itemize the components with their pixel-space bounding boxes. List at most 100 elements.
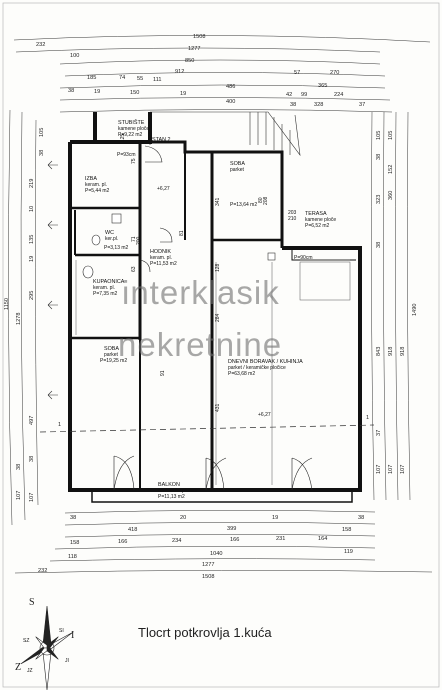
label-128: 128	[215, 263, 221, 272]
dim-231-bottom: 231	[276, 536, 285, 542]
compass-e: I	[71, 630, 74, 641]
dim-158-bottom: 158	[70, 540, 79, 546]
label-p90: P=90cm	[294, 255, 312, 261]
dim-219-left: 219	[29, 179, 35, 188]
right-dim-text: 105 105 38 152 323 360 38 843 918 918 14…	[376, 131, 418, 474]
compass: S I Z J SI JI JZ SZ	[15, 597, 74, 690]
watermark-line-1: interklasik	[122, 274, 280, 311]
dim-74-top: 74	[119, 75, 125, 81]
dim-37-right: 37	[376, 430, 382, 436]
plan-caption: Tlocrt potkrovlja 1.kuća	[138, 625, 272, 640]
label-200: 200	[136, 236, 142, 245]
svg-text:keram. pl.: keram. pl.	[93, 285, 115, 291]
svg-text:BALKON: BALKON	[158, 482, 180, 488]
staircase	[149, 111, 301, 157]
label-71: 71	[131, 236, 137, 242]
level-marker: +6,27	[157, 186, 170, 192]
section-marker-left: 1	[58, 422, 61, 428]
svg-text:TERASA: TERASA	[305, 211, 327, 217]
dim-107b-left: 107	[16, 491, 22, 500]
dim-843-right: 843	[376, 347, 382, 356]
top-dimensions	[13, 35, 431, 113]
svg-text:kamene ploče: kamene ploče	[118, 126, 149, 132]
dim-1508-bottom: 1508	[202, 574, 214, 580]
label-431: 431	[215, 403, 221, 412]
label-203: 203	[288, 210, 297, 216]
dim-850-top: 850	[185, 58, 194, 64]
section-line: 1 1	[39, 415, 375, 433]
compass-ne: SI	[59, 628, 64, 634]
left-arrows	[47, 160, 58, 400]
building-walls	[68, 112, 362, 503]
dim-135-left: 135	[29, 235, 35, 244]
label-91: 91	[160, 370, 166, 376]
label-80: 80	[258, 197, 264, 203]
svg-text:KUPAONICA: KUPAONICA	[93, 279, 125, 285]
compass-w: Z	[15, 662, 21, 673]
label-125: 125	[120, 133, 126, 142]
svg-text:keramičke pločice: keramičke pločice	[158, 488, 198, 494]
dim-55-top: 55	[137, 76, 143, 82]
right-dimensions	[371, 111, 411, 501]
compass-sw: JZ	[27, 668, 33, 674]
svg-text:parket / keramičke pločice: parket / keramičke pločice	[228, 365, 286, 371]
dim-105-right: 105	[376, 131, 382, 140]
dim-38b-top: 38	[290, 102, 296, 108]
label-284: 284	[215, 313, 221, 322]
dim-111-top: 111	[153, 77, 162, 83]
svg-text:P=11,13 m2: P=11,13 m2	[158, 494, 185, 500]
dim-99-top: 99	[301, 92, 307, 98]
room-dnevni-boravak: DNEVNI BORAVAK / KUHINJA parket / kerami…	[228, 359, 303, 377]
compass-n: S	[29, 597, 35, 608]
dim-418-bottom: 418	[128, 527, 137, 533]
section-marker-right: 1	[366, 415, 369, 421]
svg-text:P=11,53 m2: P=11,53 m2	[150, 261, 177, 267]
dim-1277-top: 1277	[188, 46, 200, 52]
room-balkon: BALKON keramičke pločice P=11,13 m2	[158, 482, 198, 500]
dim-107c-right: 107	[400, 465, 406, 474]
svg-text:DNEVNI BORAVAK / KUHINJA: DNEVNI BORAVAK / KUHINJA	[228, 359, 303, 365]
dim-107b-right: 107	[388, 465, 394, 474]
label-p93: P=93cm	[117, 152, 135, 158]
dim-10-left: 10	[29, 206, 35, 212]
room-soba-2: SOBA parket P=19,25 m2	[100, 346, 127, 364]
dim-19-bottom: 19	[272, 515, 278, 521]
dim-107-left: 107	[29, 493, 35, 502]
svg-text:SOBA: SOBA	[104, 346, 119, 352]
svg-text:WC: WC	[105, 230, 114, 236]
dim-295-left: 295	[29, 291, 35, 300]
label-208: 208	[263, 196, 269, 205]
top-dim-text: 1508 232 1277 100 850 912 185 74 55 111 …	[36, 34, 365, 108]
svg-text:P=9,22 m2: P=9,22 m2	[118, 132, 143, 138]
dim-486-top: 486	[226, 84, 235, 90]
dim-119-bottom: 119	[344, 549, 353, 555]
fixtures	[82, 213, 276, 279]
svg-text:P=5,44 m2: P=5,44 m2	[85, 188, 110, 194]
dim-20-bottom: 20	[180, 515, 186, 521]
bottom-dim-text: 38 20 19 38 418 399 158 166 234 166 231 …	[38, 515, 364, 580]
room-stubiste: STUBIŠTE kamene ploče P=9,22 m2 STAN 2	[118, 119, 170, 143]
svg-text:SOBA: SOBA	[230, 161, 245, 167]
dim-234-bottom: 234	[172, 538, 181, 544]
room-izba: IZBA keram. pl. P=5,44 m2	[85, 176, 110, 194]
label-81: 81	[179, 230, 185, 236]
bottom-dimensions	[14, 509, 433, 574]
svg-text:P=63,68 m2: P=63,68 m2	[228, 371, 255, 377]
dim-38-left: 38	[39, 150, 45, 156]
svg-text:P=6,52 m2: P=6,52 m2	[305, 223, 330, 229]
partition-details	[75, 259, 351, 485]
svg-text:keram. pl.: keram. pl.	[150, 255, 172, 261]
dim-365-top: 365	[318, 83, 327, 89]
svg-text:parket: parket	[104, 352, 119, 358]
dim-399-bottom: 399	[227, 526, 236, 532]
dim-1277-bottom: 1277	[202, 562, 214, 568]
compass-star-icon	[20, 605, 74, 690]
dim-323-right: 323	[376, 195, 382, 204]
left-dim-text: 105 38 219 10 135 19 295 1150 1278 497 3…	[4, 128, 45, 502]
label-75: 75	[131, 158, 137, 164]
dim-360-right: 360	[388, 191, 394, 200]
svg-text:P=3,13 m2: P=3,13 m2	[104, 245, 129, 251]
watermark: interklasik nekretnine	[118, 274, 281, 363]
dim-107-right: 107	[376, 465, 382, 474]
